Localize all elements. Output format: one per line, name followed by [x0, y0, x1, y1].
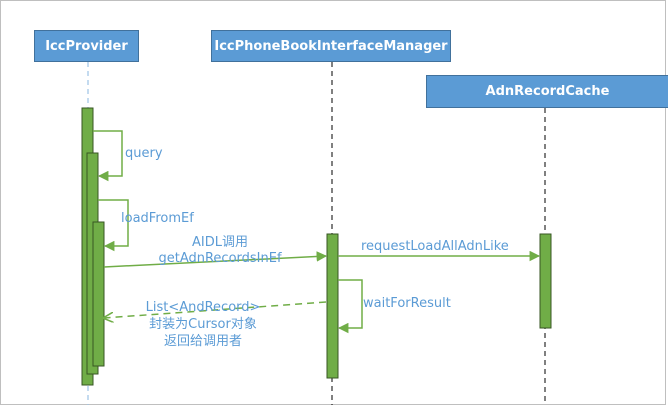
participant-label: IccProvider	[45, 38, 128, 54]
participant-label: AdnRecordCache	[485, 84, 610, 99]
label-return: List<AndRecord> 封装为Cursor对象 返回给调用者	[128, 299, 278, 350]
participant-iccphonebookinterfacemanager: IccPhoneBookInterfaceManager	[211, 30, 451, 62]
label-return-line3: 返回给调用者	[163, 334, 242, 349]
arrow-load-from-ef	[98, 199, 129, 252]
participant-adnrecordcache: AdnRecordCache	[426, 75, 668, 108]
arrow-query	[93, 130, 123, 182]
label-return-line2: 封装为Cursor对象	[149, 317, 257, 332]
label-load-from-ef: loadFromEf	[121, 211, 194, 226]
participant-label: IccPhoneBookInterfaceManager	[214, 38, 448, 54]
activation-iccphonebook	[326, 233, 339, 379]
label-query: query	[125, 146, 163, 161]
label-aidl-call: AIDL调用 getAdnRecordsInEf	[145, 235, 295, 267]
arrow-aidl-call	[103, 251, 328, 268]
label-request-load: requestLoadAllAdnLike	[361, 239, 509, 254]
label-wait-for-result: waitForResult	[363, 296, 451, 311]
activation-iccprovider-3	[92, 221, 105, 367]
label-return-line1: List<AndRecord>	[145, 300, 261, 315]
activation-adnrecordcache	[539, 233, 552, 329]
participant-iccprovider: IccProvider	[34, 30, 139, 62]
label-aidl-line1: AIDL调用	[192, 235, 248, 250]
arrow-wait-for-result	[337, 279, 363, 334]
label-aidl-line2: getAdnRecordsInEf	[158, 251, 282, 266]
arrow-return	[104, 301, 327, 318]
